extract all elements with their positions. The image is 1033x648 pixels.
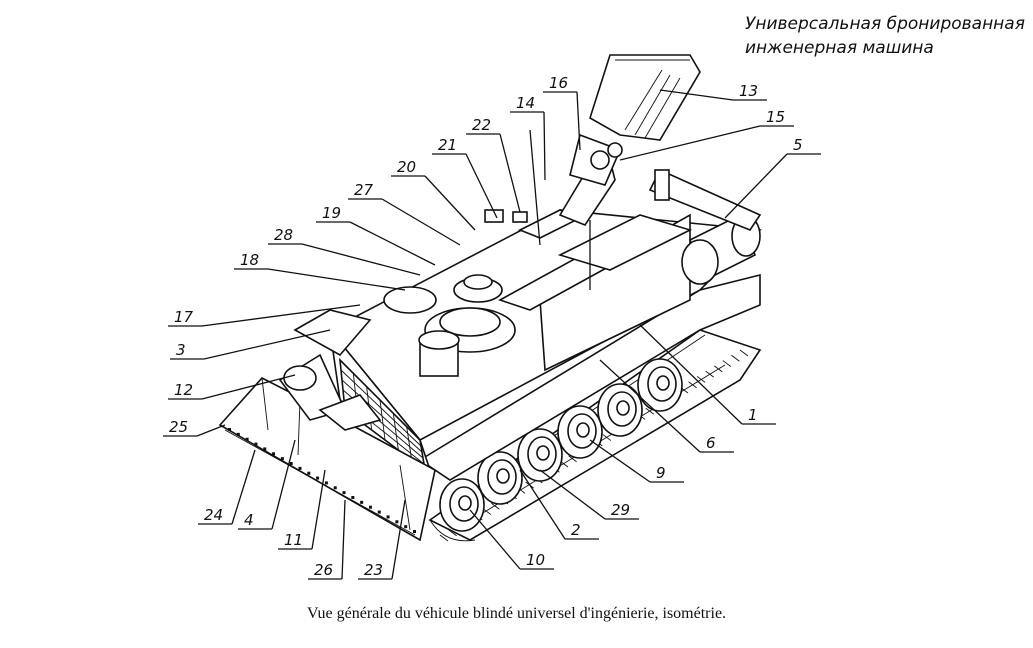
callout-number: 16 [549, 74, 568, 92]
callout-2: 2 [519, 469, 599, 540]
callout-leader-line [203, 329, 331, 360]
callout-3: 3 [170, 329, 331, 360]
callout-leader-line [543, 111, 546, 181]
callout-number: 4 [244, 511, 254, 529]
callout-21: 21 [432, 136, 498, 219]
road-wheel [557, 405, 603, 459]
callout-leader-line [341, 499, 346, 580]
callout-number: 6 [706, 434, 716, 452]
diagram-title-ru: Универсальная бронированная инженерная м… [745, 12, 1025, 60]
callout-10: 10 [469, 509, 554, 570]
callout-29: 29 [539, 469, 639, 520]
callout-number: 27 [354, 181, 374, 199]
road-wheel [477, 451, 523, 505]
callout-27: 27 [348, 181, 461, 246]
figure-caption: Vue générale du véhicule blindé universe… [306, 605, 727, 622]
title-line-2: инженерная машина [745, 38, 934, 58]
callout-number: 25 [169, 418, 188, 436]
callout-leader-line [391, 499, 406, 580]
callout-leader-line [519, 469, 566, 540]
callout-leader-line [267, 268, 406, 291]
callout-17: 17 [168, 304, 361, 327]
callout-number: 29 [611, 501, 630, 519]
callout-leader-line [201, 374, 296, 400]
callout-15: 15 [619, 108, 794, 161]
callout-number: 1 [748, 406, 758, 424]
callout-number: 5 [793, 136, 803, 154]
callout-20: 20 [391, 158, 476, 231]
callout-number: 22 [472, 116, 491, 134]
callout-number: 11 [284, 531, 303, 549]
callout-13: 13 [659, 82, 767, 101]
callout-number: 14 [516, 94, 535, 112]
callout-leader-line [576, 91, 581, 151]
callout-number: 3 [176, 341, 186, 359]
callout-leader-line [424, 175, 476, 231]
callout-4: 4 [238, 439, 296, 530]
callout-leader-line [311, 469, 326, 550]
callout-14: 14 [510, 94, 546, 181]
callout-leader-line [271, 439, 296, 530]
callout-leader-line [349, 221, 436, 266]
callout-number: 23 [364, 561, 383, 579]
callout-number: 12 [174, 381, 193, 399]
callout-19: 19 [316, 204, 436, 266]
callout-23: 23 [358, 499, 406, 580]
callout-leader-line [589, 439, 651, 483]
callout-leader-line [639, 324, 743, 425]
callout-number: 10 [526, 551, 545, 569]
callout-leader-line [196, 424, 226, 437]
callout-leader-line [539, 469, 606, 520]
callout-22: 22 [466, 116, 521, 213]
callout-leader-line [619, 125, 761, 161]
callout-6: 6 [599, 359, 734, 453]
excavator-bucket [589, 54, 701, 141]
callout-26: 26 [308, 499, 346, 580]
callout-leader-line [599, 359, 701, 453]
callout-5: 5 [724, 136, 821, 219]
callout-number: 18 [240, 251, 259, 269]
callout-1: 1 [639, 324, 776, 425]
callout-leader-line [499, 133, 521, 213]
callout-leader-line [659, 89, 734, 101]
callout-number: 15 [766, 108, 785, 126]
callout-number: 2 [571, 521, 581, 539]
callout-number: 17 [174, 308, 194, 326]
callout-11: 11 [278, 469, 326, 550]
callout-leader-line [381, 198, 461, 246]
callout-layer: 1234569101112131415161718192021222324252… [163, 74, 821, 580]
callout-number: 20 [397, 158, 416, 176]
callout-18: 18 [234, 251, 406, 291]
road-wheel [637, 358, 683, 412]
callout-number: 24 [204, 506, 223, 524]
callout-leader-line [201, 304, 361, 327]
callout-leader-line [469, 509, 521, 570]
road-wheels [439, 358, 683, 532]
callout-leader-line [465, 153, 498, 219]
callout-12: 12 [168, 374, 296, 400]
callout-9: 9 [589, 439, 684, 483]
callout-16: 16 [543, 74, 581, 151]
callout-leader-line [724, 153, 788, 219]
callout-number: 9 [656, 464, 666, 482]
title-line-1: Универсальная бронированная [745, 14, 1025, 34]
callout-number: 13 [739, 82, 758, 100]
callout-24: 24 [198, 449, 256, 525]
hull-body [328, 129, 762, 481]
callout-leader-line [301, 243, 421, 276]
callout-number: 21 [438, 136, 457, 154]
callout-number: 26 [314, 561, 333, 579]
callout-number: 19 [322, 204, 341, 222]
callout-leader-line [231, 449, 256, 525]
callout-25: 25 [163, 418, 226, 437]
callout-number: 28 [274, 226, 293, 244]
road-wheel [517, 428, 563, 482]
callout-28: 28 [268, 226, 421, 276]
road-wheel [597, 383, 643, 437]
road-wheel [439, 478, 485, 532]
